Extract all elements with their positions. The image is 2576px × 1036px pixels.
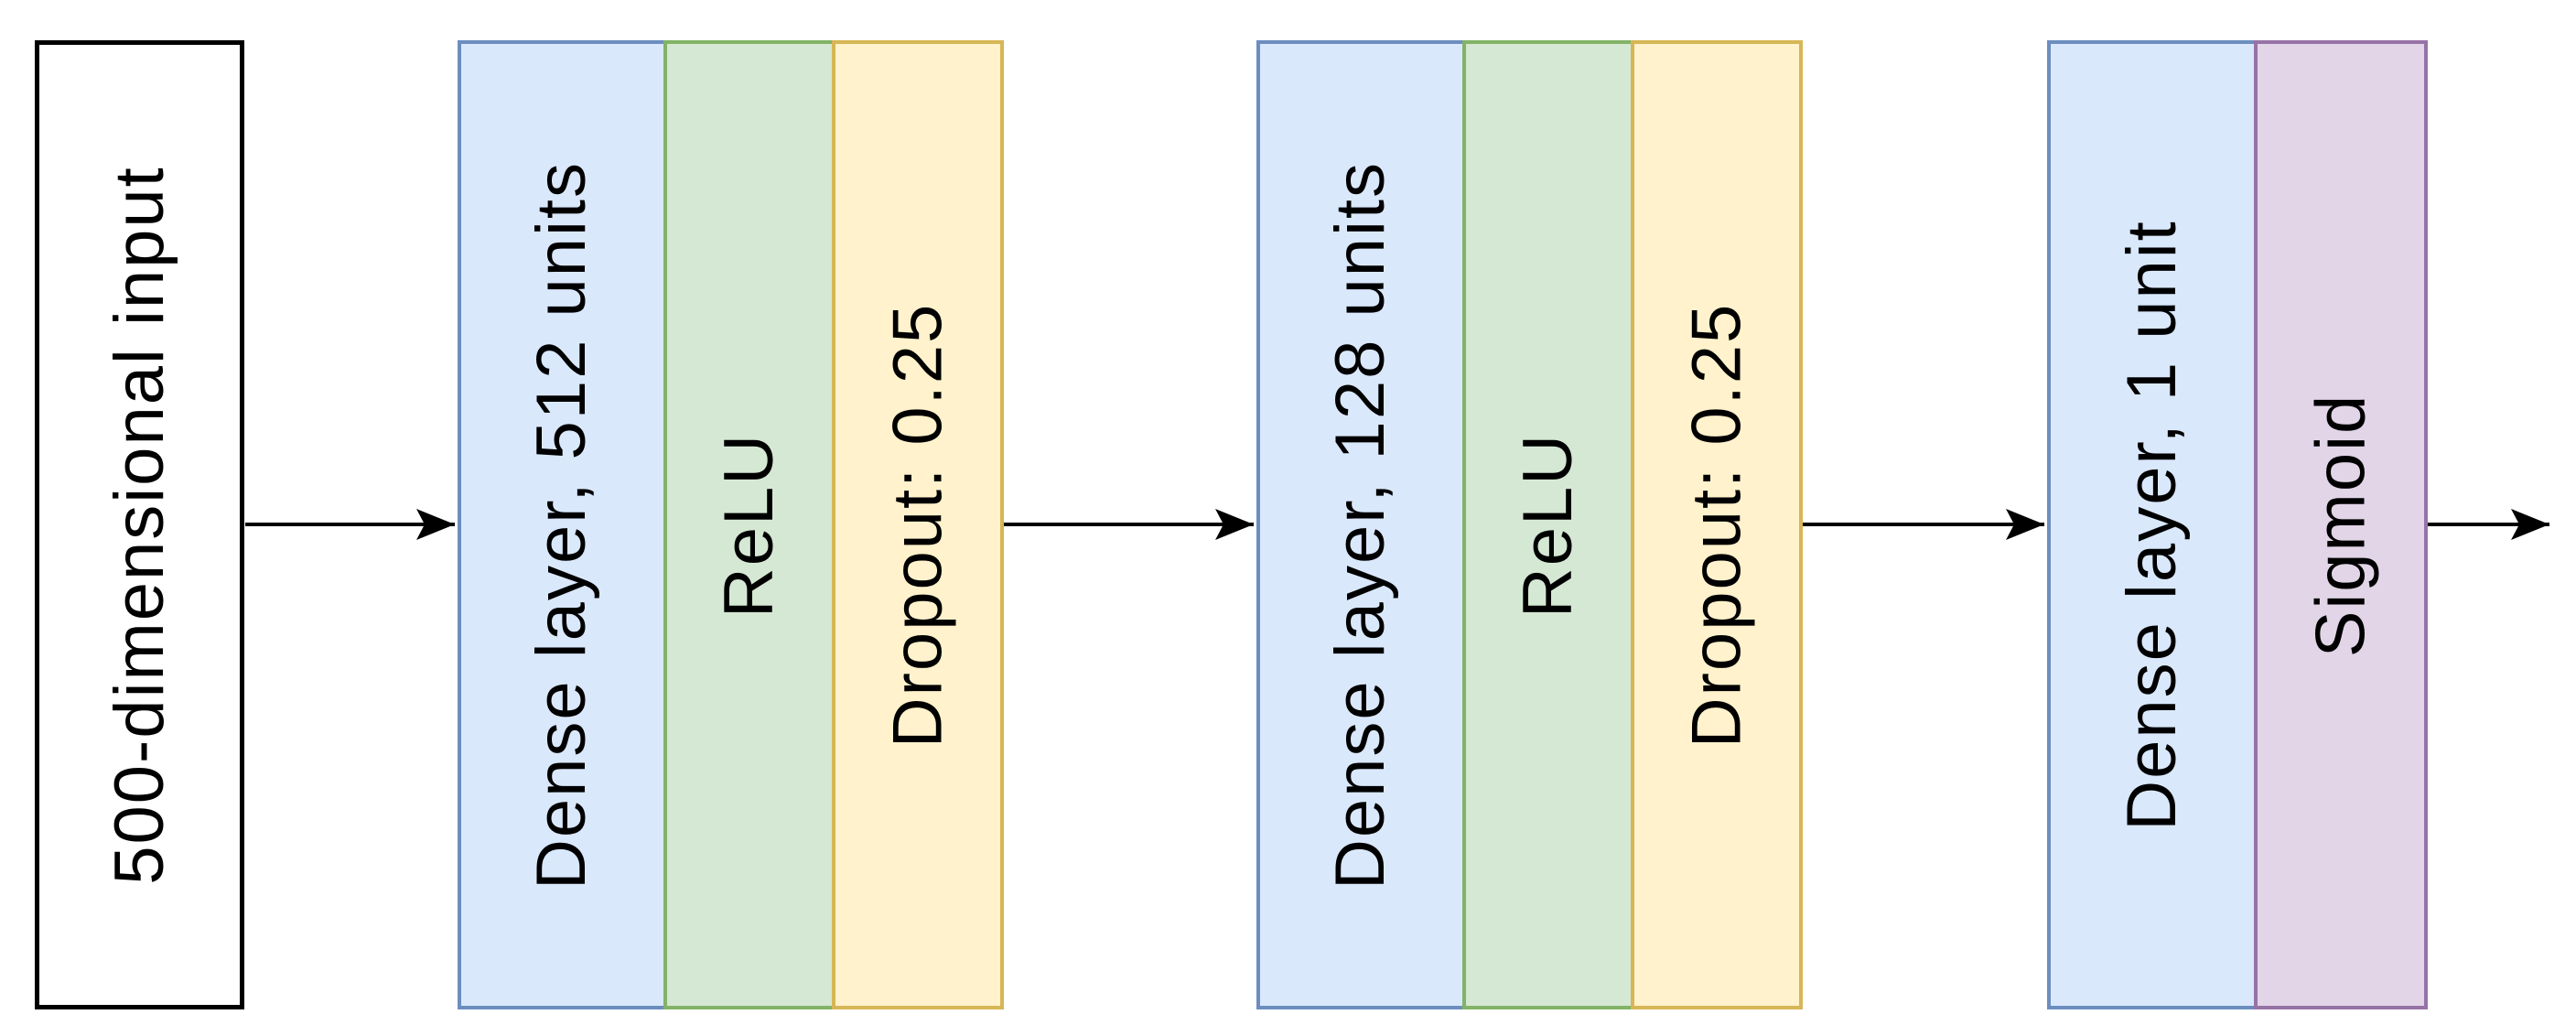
layer-strip-relu-1: ReLU [663, 40, 835, 1009]
layer-label: Dense layer, 1 unit [2113, 219, 2191, 831]
input-node: 500-dimensional input [35, 40, 244, 1009]
layer-label: Sigmoid [2301, 393, 2380, 657]
layer-label: Dropout: 0.25 [878, 302, 956, 748]
layer-strip-dense-128: Dense layer, 128 units [1256, 40, 1466, 1009]
layer-strip-sigmoid: Sigmoid [2254, 40, 2428, 1009]
layer-strip-relu-2: ReLU [1462, 40, 1634, 1009]
layer-label: Dense layer, 512 units [523, 160, 601, 890]
output-block: Dense layer, 1 unit Sigmoid [2047, 40, 2428, 1009]
hidden-block-2: Dense layer, 128 units ReLU Dropout: 0.2… [1256, 40, 1803, 1009]
layer-strip-dense-1: Dense layer, 1 unit [2047, 40, 2258, 1009]
layer-strip-dense-512: Dense layer, 512 units [458, 40, 667, 1009]
layer-strip-dropout-2: Dropout: 0.25 [1631, 40, 1803, 1009]
layer-label: Dropout: 0.25 [1677, 302, 1755, 748]
layer-strip-dropout-1: Dropout: 0.25 [832, 40, 1004, 1009]
layer-label: Dense layer, 128 units [1321, 160, 1400, 890]
layer-label: ReLU [710, 432, 788, 618]
input-label: 500-dimensional input [100, 165, 178, 885]
layer-label: ReLU [1509, 432, 1587, 618]
hidden-block-1: Dense layer, 512 units ReLU Dropout: 0.2… [458, 40, 1004, 1009]
